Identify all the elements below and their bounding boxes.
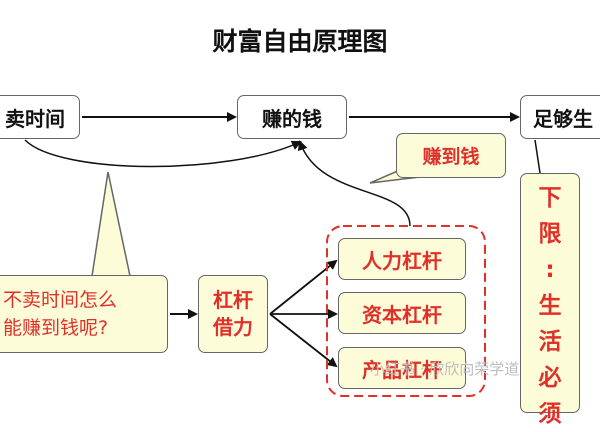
box-product-leverage-label: 产品杠杆 xyxy=(362,357,442,382)
box-earned-money: 赚的钱 xyxy=(237,95,347,139)
diagram-title: 财富自由原理图 xyxy=(212,27,388,56)
arrow-to-product xyxy=(269,313,338,368)
callout-question-label: 不卖时间怎么 能赚到钱呢? xyxy=(3,289,118,339)
box-leverage: 杠杆 借力 xyxy=(198,275,268,353)
callout-earned-money: 赚到钱 xyxy=(396,133,506,178)
box-lower-limit-label: 下 限 : 生 活 必 须 xyxy=(538,185,562,427)
box-enough-label: 足够生 xyxy=(533,106,593,131)
connector-layer xyxy=(24,112,541,397)
box-sell-time: 卖时间 xyxy=(0,95,80,139)
box-sell-time-label: 卖时间 xyxy=(5,106,65,131)
connector-enough-to-lower xyxy=(534,139,541,174)
box-human-leverage: 人力杠杆 xyxy=(338,238,466,280)
box-capital-leverage-label: 资本杠杆 xyxy=(362,302,442,327)
box-product-leverage: 产品杠杆 xyxy=(338,347,466,389)
watermark: 小红书 · 欣欣向荣学道 xyxy=(370,360,520,378)
box-lower-limit: 下 限 : 生 活 必 须 xyxy=(520,173,580,427)
leverage-group-border xyxy=(326,225,486,397)
box-earned-money-label: 赚的钱 xyxy=(262,106,322,131)
box-enough: 足够生 xyxy=(520,95,600,139)
curve-leverage-to-earned xyxy=(297,140,411,227)
callout-earned-money-label: 赚到钱 xyxy=(422,146,480,168)
callout-pointer-question xyxy=(91,171,131,277)
box-leverage-label: 杠杆 借力 xyxy=(213,288,253,339)
curve-sell-to-earned xyxy=(24,139,302,168)
arrow-to-human xyxy=(269,259,338,315)
callout-question: 不卖时间怎么 能赚到钱呢? xyxy=(0,275,168,353)
box-capital-leverage: 资本杠杆 xyxy=(338,292,466,334)
box-human-leverage-label: 人力杠杆 xyxy=(362,248,442,273)
